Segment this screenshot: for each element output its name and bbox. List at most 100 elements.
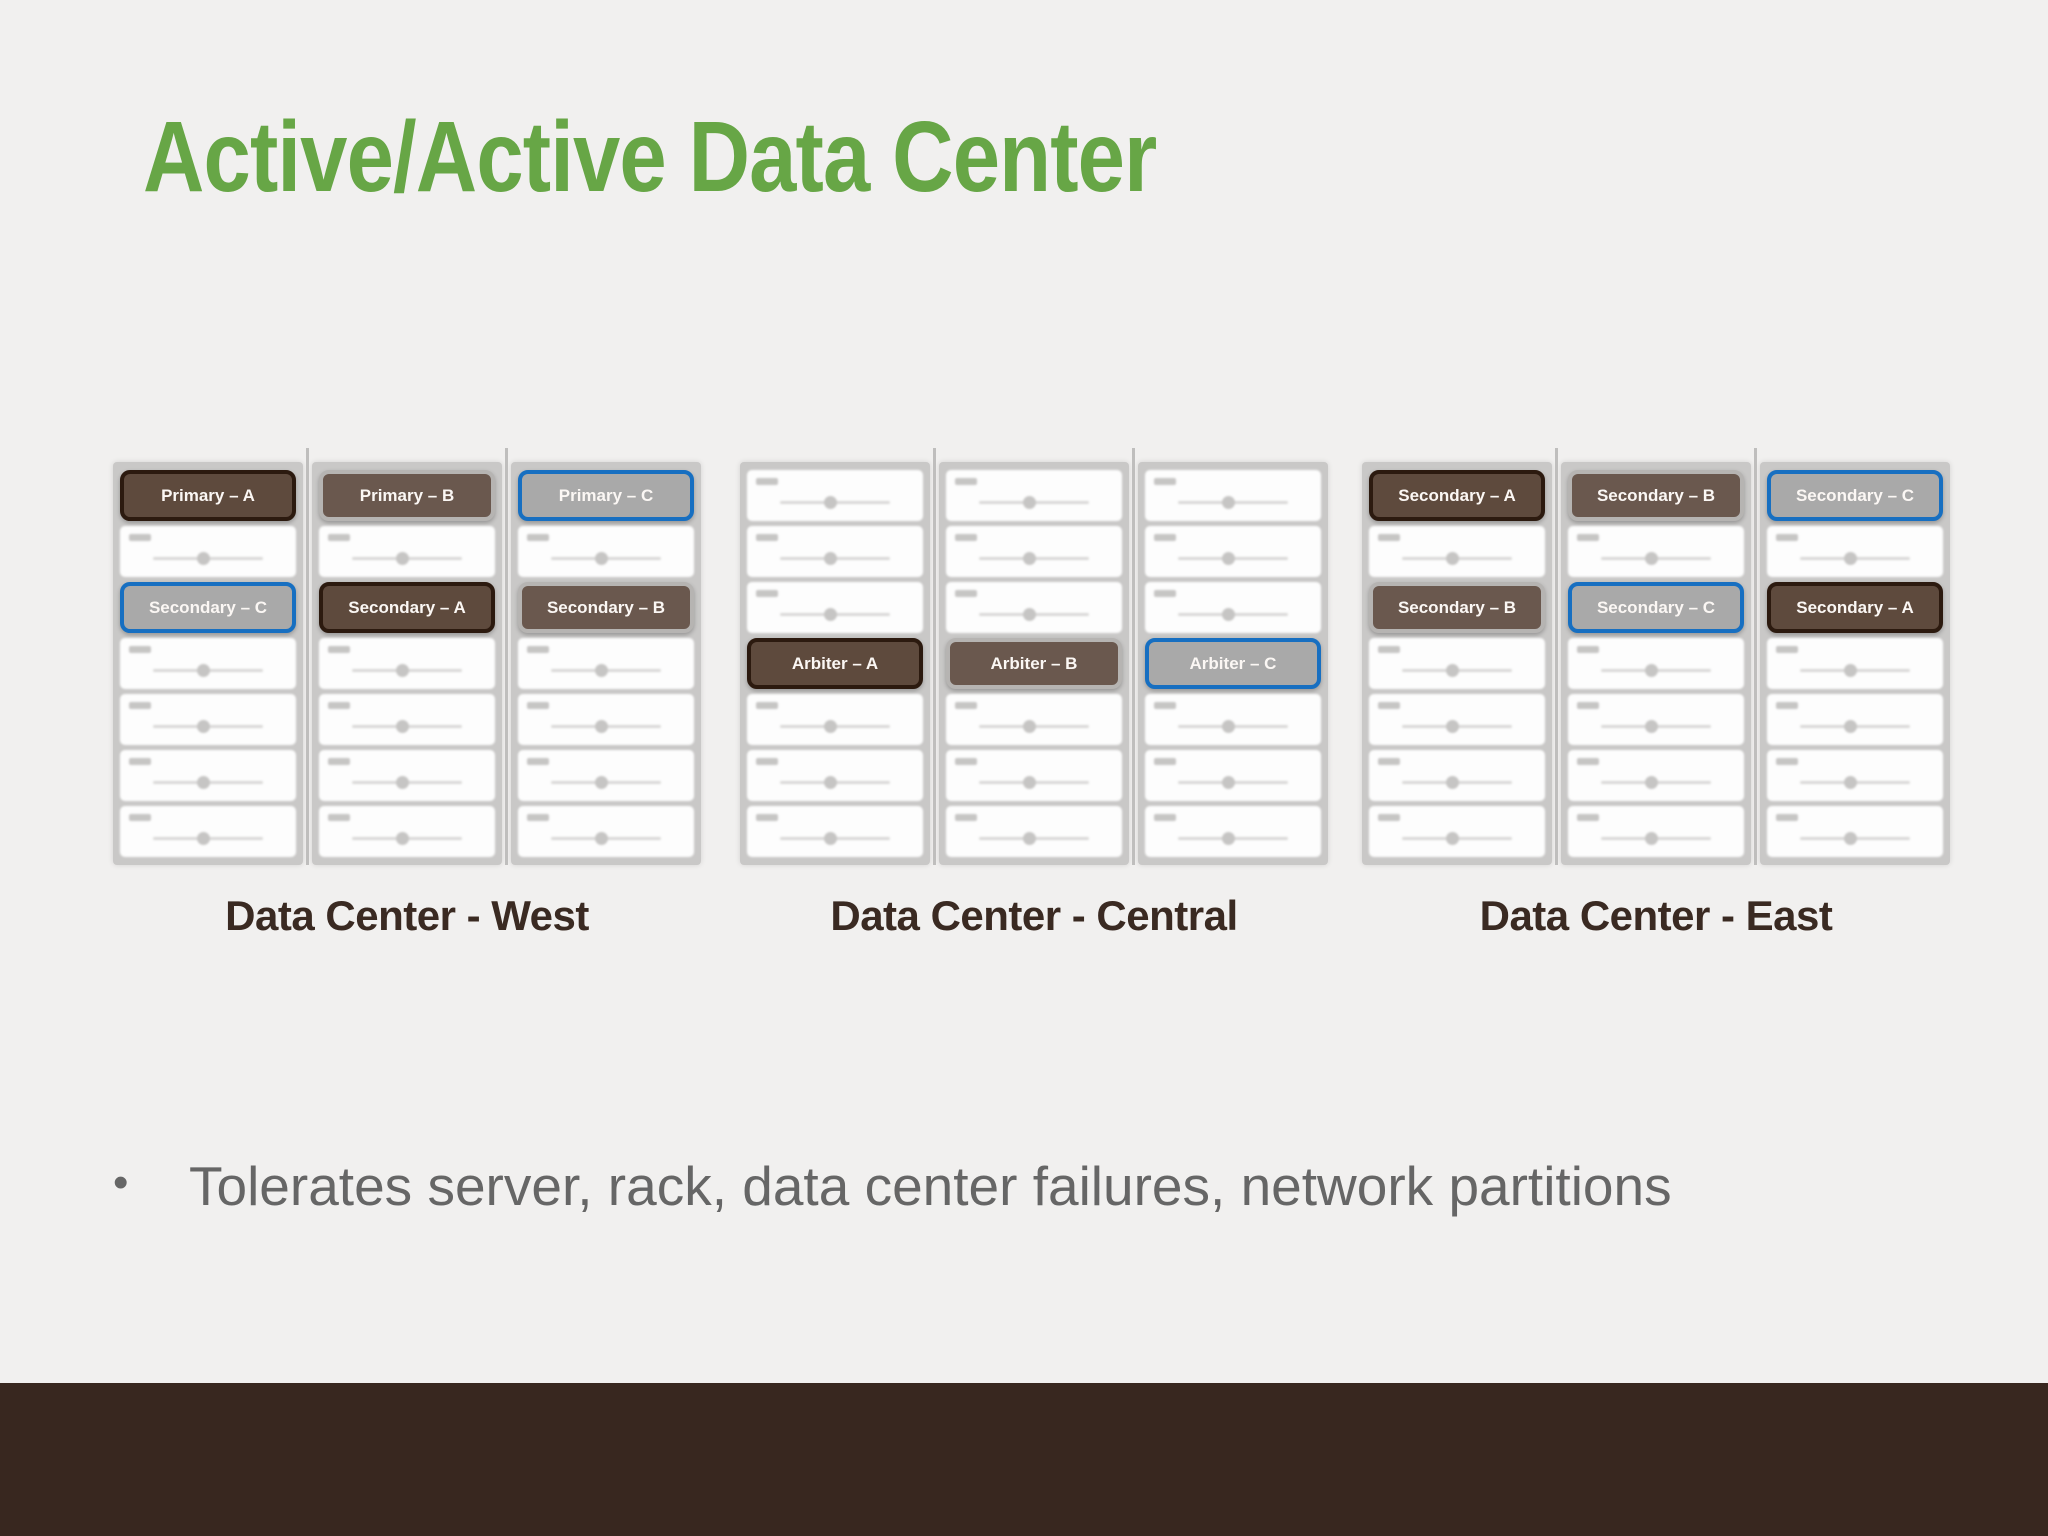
- server-led: [328, 646, 350, 653]
- server-slider-knob: [1222, 776, 1236, 789]
- server-slider-knob: [1023, 496, 1037, 509]
- server-led: [129, 814, 151, 821]
- rack-divider: [306, 448, 309, 865]
- server-led: [1154, 478, 1176, 485]
- server-led: [328, 702, 350, 709]
- server-slot: [319, 806, 495, 857]
- server-slot: [518, 806, 694, 857]
- server-slider-knob: [1645, 664, 1659, 677]
- server-led: [1154, 814, 1176, 821]
- server-slot: [319, 750, 495, 801]
- node-label: Primary – B: [359, 485, 455, 505]
- server-slider-knob: [1222, 496, 1236, 509]
- server-led: [955, 702, 977, 709]
- server-slot: [1767, 526, 1943, 577]
- rack-divider: [933, 448, 936, 865]
- node-label: Secondary – A: [1796, 597, 1914, 617]
- server-slot: [319, 526, 495, 577]
- rack-divider: [505, 448, 508, 865]
- server-led: [756, 814, 778, 821]
- footer-bar: [0, 1383, 2048, 1536]
- server-slot: [1145, 470, 1321, 521]
- server-slider-knob: [1645, 720, 1659, 733]
- server-slider-knob: [396, 776, 410, 789]
- server-slot: [1145, 694, 1321, 745]
- server-slot: [747, 806, 923, 857]
- node-primary-b: Primary – B: [319, 470, 495, 521]
- server-slot: [1767, 806, 1943, 857]
- server-slot: [1568, 694, 1744, 745]
- server-slider-knob: [197, 832, 211, 845]
- server-slot: [1369, 526, 1545, 577]
- node-primary-a: Primary – A: [120, 470, 296, 521]
- server-slider-knob: [1023, 776, 1037, 789]
- node-secondary-a: Secondary – A: [319, 582, 495, 633]
- server-led: [1776, 814, 1798, 821]
- server-slot: [1369, 806, 1545, 857]
- node-arbiter-a: Arbiter – A: [747, 638, 923, 689]
- node-secondary-a: Secondary – A: [1369, 470, 1545, 521]
- server-slot: [319, 694, 495, 745]
- bullet-list: • Tolerates server, rack, data center fa…: [113, 1142, 1673, 1230]
- node-label: Secondary – A: [348, 597, 466, 617]
- node-label: Arbiter – C: [1189, 653, 1277, 673]
- server-slider-knob: [197, 552, 211, 565]
- server-slot: [747, 526, 923, 577]
- server-slot: [946, 750, 1122, 801]
- server-led: [1378, 646, 1400, 653]
- server-led: [1577, 702, 1599, 709]
- node-arbiter-b: Arbiter – B: [946, 638, 1122, 689]
- server-led: [955, 814, 977, 821]
- server-slot: [518, 694, 694, 745]
- server-slot: [946, 526, 1122, 577]
- server-led: [1378, 534, 1400, 541]
- server-slider-knob: [1446, 776, 1460, 789]
- server-led: [1577, 534, 1599, 541]
- server-slider-knob: [1446, 720, 1460, 733]
- node-label: Arbiter – B: [990, 653, 1078, 673]
- server-slider-knob: [1023, 608, 1037, 621]
- server-slider-knob: [396, 552, 410, 565]
- server-slot: [946, 470, 1122, 521]
- server-slot: [747, 694, 923, 745]
- node-secondary-b: Secondary – B: [518, 582, 694, 633]
- node-label: Primary – A: [161, 485, 255, 505]
- rack-row: Primary – A Secondary – C Primary – B Secon…: [113, 448, 701, 865]
- rack: Primary – B Secondary – A: [312, 462, 502, 865]
- server-slider-knob: [824, 776, 838, 789]
- datacenter-caption-east: Data Center - East: [1479, 892, 1833, 939]
- server-slider-knob: [1222, 552, 1236, 565]
- server-led: [129, 702, 151, 709]
- server-slot: [946, 582, 1122, 633]
- server-led: [129, 534, 151, 541]
- rack: Arbiter – C: [1138, 462, 1328, 865]
- server-led: [756, 478, 778, 485]
- server-led: [1154, 534, 1176, 541]
- server-slot: [747, 470, 923, 521]
- server-slot: [1767, 694, 1943, 745]
- server-slot: [1145, 750, 1321, 801]
- server-led: [756, 758, 778, 765]
- server-led: [955, 758, 977, 765]
- server-slot: [1369, 750, 1545, 801]
- server-slider-knob: [1023, 552, 1037, 565]
- server-led: [328, 814, 350, 821]
- rack-row: Arbiter – A Arbiter – B Arbiter – C: [740, 448, 1328, 865]
- server-led: [1378, 702, 1400, 709]
- server-slider-knob: [1645, 776, 1659, 789]
- server-led: [1776, 758, 1798, 765]
- server-slot: [1369, 694, 1545, 745]
- server-slider-knob: [1645, 552, 1659, 565]
- server-led: [527, 814, 549, 821]
- server-led: [527, 758, 549, 765]
- bullet-marker: •: [113, 1158, 129, 1207]
- server-slider-knob: [824, 552, 838, 565]
- server-slot: [1145, 582, 1321, 633]
- rack: Secondary – A Secondary – B: [1362, 462, 1552, 865]
- server-led: [1776, 534, 1798, 541]
- node-secondary-b: Secondary – B: [1369, 582, 1545, 633]
- node-secondary-c: Secondary – C: [120, 582, 296, 633]
